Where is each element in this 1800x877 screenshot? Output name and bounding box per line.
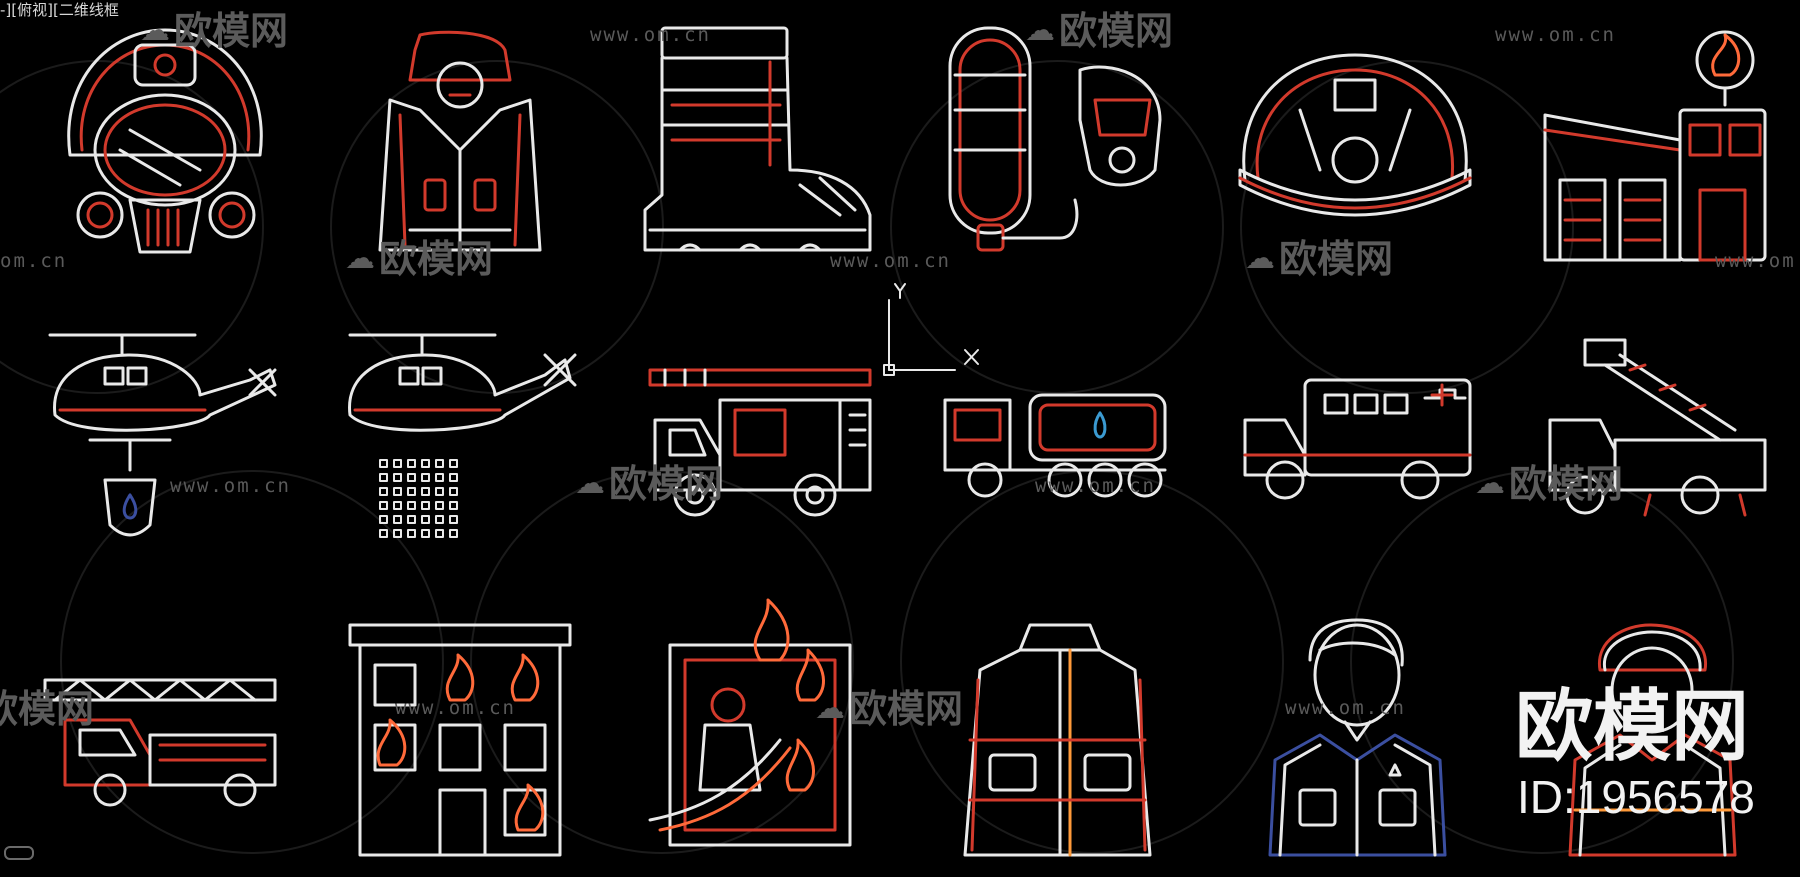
watermark-url: www.om.cn	[170, 475, 291, 497]
watermark-logo: ☁欧模网	[575, 465, 723, 503]
gas-mask-helmet-icon	[67, 28, 263, 254]
burning-building-icon	[348, 623, 572, 857]
water-drop	[379, 459, 388, 468]
viewport-label[interactable]: -][俯视][二维线框	[0, 1, 119, 19]
brand-name: 欧模网	[1515, 682, 1750, 772]
breathing-apparatus-icon	[948, 26, 1162, 252]
fire-station-icon	[1543, 30, 1767, 262]
water-drop	[435, 529, 444, 538]
cloud-logo-icon: ☁	[1475, 466, 1505, 501]
watermark-logo-text: 欧模网	[1059, 9, 1174, 53]
water-drop	[449, 529, 458, 538]
watermark-logo-text: 欧模网	[1279, 237, 1394, 281]
water-drop	[435, 459, 444, 468]
watermark-url: www.om.cn	[1035, 475, 1156, 497]
water-drop	[379, 515, 388, 524]
water-drop	[435, 515, 444, 524]
water-drop	[379, 473, 388, 482]
cloud-logo-icon: ☁	[140, 13, 170, 48]
cloud-logo-icon: ☁	[345, 241, 375, 276]
watermark-logo: ☁欧模网	[1245, 240, 1393, 278]
watermark-logo: ☁欧模网	[1475, 465, 1623, 503]
water-drop	[407, 487, 416, 496]
water-drop	[407, 529, 416, 538]
fire-jacket-icon	[963, 623, 1152, 857]
watermark-logo-text: 欧模网	[174, 9, 289, 53]
ladder-truck-icon	[648, 368, 872, 517]
water-drop	[407, 473, 416, 482]
water-drop	[379, 487, 388, 496]
watermark-url: www.om.cn	[590, 24, 711, 46]
watermark-url: www.om.cn	[1715, 250, 1800, 272]
water-drop	[393, 473, 402, 482]
aerial-crane-truck-icon	[1548, 338, 1767, 517]
watermark-logo-text: 欧模网	[379, 237, 494, 281]
water-drop	[421, 459, 430, 468]
watermark-circle	[1240, 60, 1574, 394]
watermark-circle	[60, 470, 444, 854]
water-drop	[435, 501, 444, 510]
cloud-logo-icon: ☁	[1245, 241, 1275, 276]
water-drop	[379, 529, 388, 538]
water-drop	[393, 487, 402, 496]
water-drop	[421, 529, 430, 538]
watermark-logo: ☁欧模网	[140, 12, 288, 50]
cloud-logo-icon: ☁	[1025, 13, 1055, 48]
watermark-logo: ☁欧模网	[1025, 12, 1173, 50]
helicopter-bucket-icon	[48, 333, 277, 537]
water-drop	[393, 529, 402, 538]
watermark-url: www.om.cn	[395, 697, 516, 719]
firefighter-suit-icon	[378, 30, 542, 252]
cloud-logo-icon: ☁	[815, 691, 845, 726]
watermark-logo-text: 欧模网	[849, 687, 964, 731]
firefighter-portrait-icon	[1568, 623, 1737, 857]
viewcube-mini-icon[interactable]	[4, 846, 34, 860]
brand-id: ID:1956578	[1517, 771, 1755, 823]
helicopter-water-drop-icon	[348, 333, 577, 432]
water-drop	[421, 487, 430, 496]
watermark-circle	[1350, 470, 1734, 854]
ladder-engine-icon	[43, 678, 277, 807]
watermark-circle	[470, 470, 854, 854]
watermark-circle	[890, 60, 1224, 394]
water-drop	[393, 459, 402, 468]
water-drop	[421, 473, 430, 482]
water-drop	[435, 487, 444, 496]
firefighter-hose-icon	[648, 598, 852, 847]
watermark-logo-text: 欧模网	[0, 687, 95, 731]
firefighter-officer-icon	[1268, 618, 1447, 857]
water-drop	[407, 459, 416, 468]
water-drop	[421, 515, 430, 524]
ucs-axis-icon	[883, 283, 979, 376]
water-drop	[449, 515, 458, 524]
water-drop	[449, 473, 458, 482]
water-drop	[407, 501, 416, 510]
watermark-url: om.cn	[0, 250, 68, 272]
water-drop	[449, 487, 458, 496]
water-drop	[393, 515, 402, 524]
water-drop	[393, 501, 402, 510]
water-drop	[435, 473, 444, 482]
watermark-logo-text: 欧模网	[1509, 462, 1624, 506]
fire-boot-icon	[643, 26, 872, 252]
cloud-logo-icon: ☁	[575, 466, 605, 501]
water-drop	[449, 459, 458, 468]
watermark-logo: 欧模网	[0, 690, 94, 728]
fire-helmet-icon	[1238, 53, 1472, 217]
water-drop-grid	[379, 459, 458, 538]
water-drop	[407, 515, 416, 524]
ambulance-icon	[1243, 378, 1472, 500]
watermark-logo-text: 欧模网	[609, 462, 724, 506]
watermark-url: www.om.cn	[1495, 24, 1616, 46]
watermark-url: www.om.cn	[1285, 697, 1406, 719]
water-drop	[421, 501, 430, 510]
watermark-logo: ☁欧模网	[345, 240, 493, 278]
water-drop	[379, 501, 388, 510]
watermark-logo: ☁欧模网	[815, 690, 963, 728]
water-drop	[449, 501, 458, 510]
water-tanker-icon	[943, 393, 1167, 498]
watermark-url: www.om.cn	[830, 250, 951, 272]
